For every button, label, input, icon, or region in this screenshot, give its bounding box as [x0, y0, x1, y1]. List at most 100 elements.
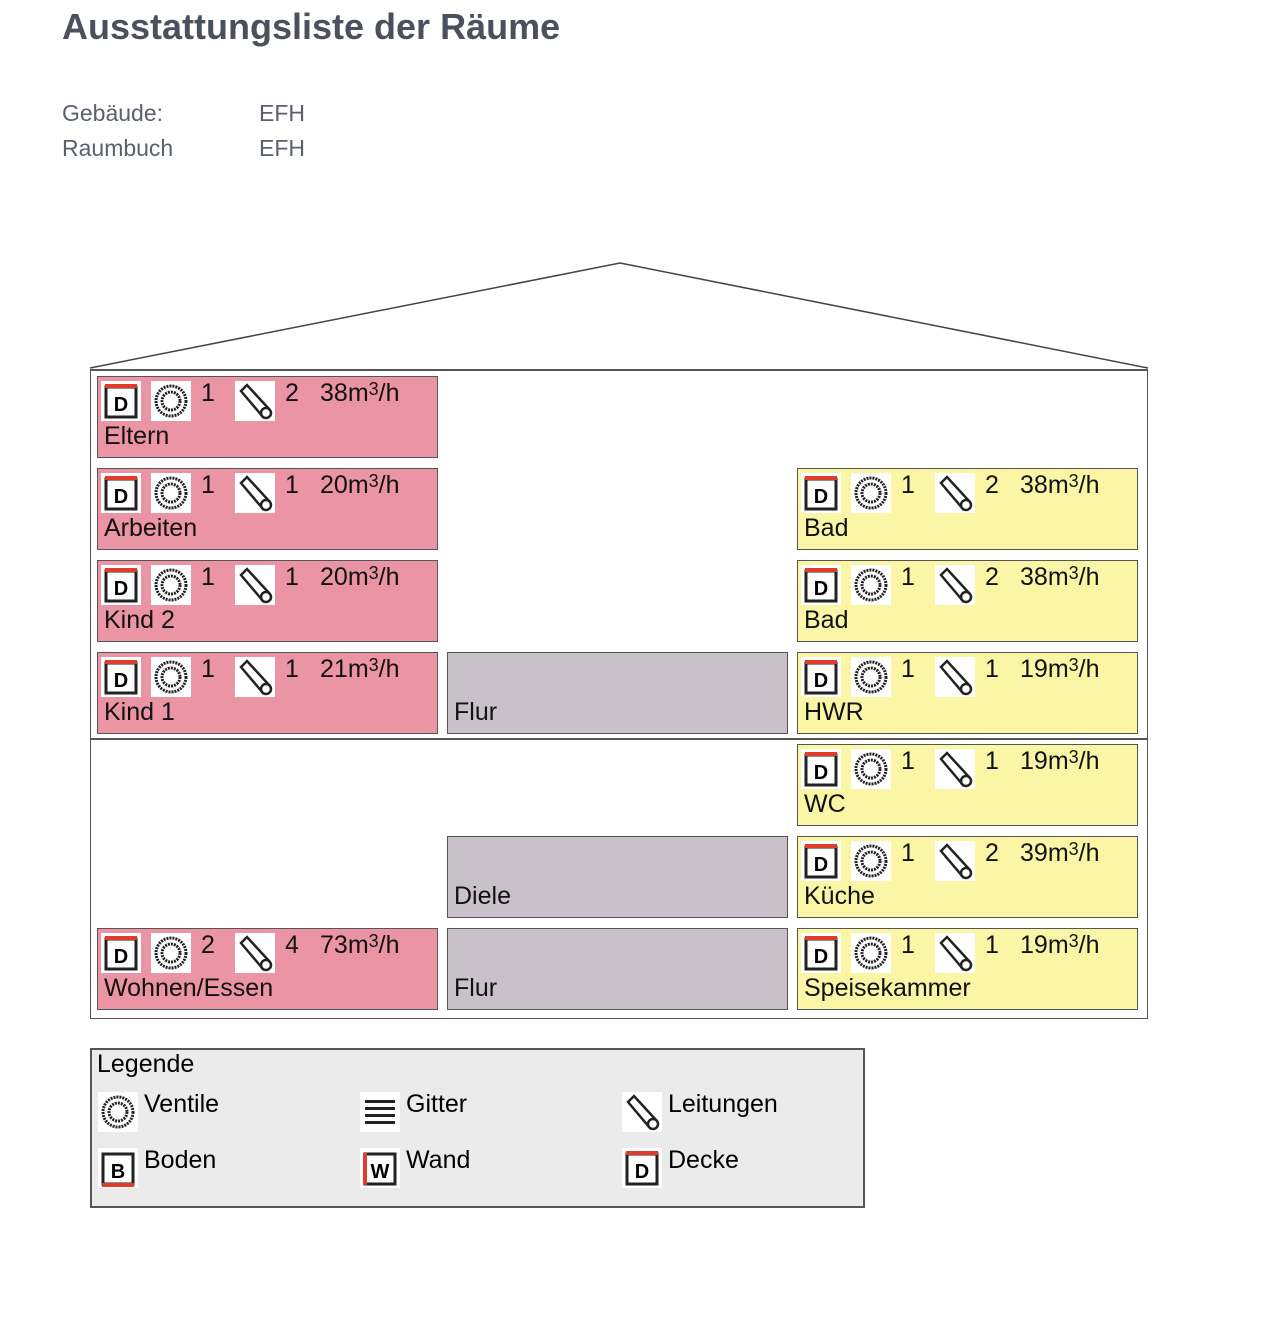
decke-icon: D — [801, 749, 841, 789]
airflow-per: /h — [1078, 839, 1100, 867]
svg-text:D: D — [114, 670, 128, 692]
room-flur[interactable]: Flur — [447, 652, 788, 734]
decke-icon: D — [801, 473, 841, 513]
airflow-value: 21 — [320, 655, 348, 683]
airflow: 39m3/h — [1020, 839, 1100, 868]
leitungen-count: 1 — [985, 655, 999, 683]
leitungen-count: 1 — [285, 655, 299, 683]
room-flur[interactable]: Flur — [447, 928, 788, 1010]
leitungen-count: 2 — [985, 471, 999, 499]
svg-text:D: D — [814, 670, 828, 692]
airflow-unit: m — [347, 655, 369, 683]
svg-text:D: D — [814, 486, 828, 508]
ventile-icon — [851, 749, 891, 789]
airflow-per: /h — [1078, 931, 1100, 959]
svg-text:B: B — [111, 1161, 125, 1183]
leitungen-count: 2 — [985, 563, 999, 591]
room-diele[interactable]: Diele — [447, 836, 788, 918]
legend-item-gitter: Gitter — [360, 1090, 467, 1132]
airflow-unit: m — [1047, 931, 1069, 959]
leitungen-count: 1 — [285, 563, 299, 591]
svg-text:D: D — [114, 486, 128, 508]
airflow-per: /h — [1078, 747, 1100, 775]
decke-icon: D — [801, 657, 841, 697]
leitungen-icon — [622, 1092, 662, 1132]
leitungen-icon — [935, 749, 975, 789]
ventile-count: 1 — [201, 563, 215, 591]
leitungen-icon — [935, 473, 975, 513]
ventile-count: 1 — [901, 471, 915, 499]
room-name: Speisekammer — [804, 974, 971, 1002]
meta-value: EFH — [259, 135, 305, 161]
airflow: 19m3/h — [1020, 931, 1100, 960]
airflow: 20m3/h — [320, 471, 400, 500]
airflow-unit: m — [1047, 655, 1069, 683]
room-name: Arbeiten — [104, 514, 198, 542]
ventile-count: 2 — [201, 931, 215, 959]
airflow-exp: 3 — [1068, 471, 1079, 491]
leitungen-icon — [235, 933, 275, 973]
legend-item-leitungen: Leitungen — [622, 1090, 778, 1132]
ventile-count: 1 — [201, 471, 215, 499]
airflow-unit: m — [1047, 747, 1069, 775]
airflow-value: 38 — [320, 379, 348, 407]
airflow-unit: m — [1047, 839, 1069, 867]
airflow-per: /h — [378, 655, 400, 683]
decke-icon: D — [101, 473, 141, 513]
svg-text:D: D — [814, 578, 828, 600]
room-name: Eltern — [104, 422, 170, 450]
airflow-value: 19 — [1020, 931, 1048, 959]
ventile-count: 1 — [901, 747, 915, 775]
ventile-icon — [151, 381, 191, 421]
leitungen-count: 1 — [985, 747, 999, 775]
airflow: 38m3/h — [1020, 563, 1100, 592]
ventile-icon — [98, 1092, 138, 1132]
ventile-count: 1 — [901, 839, 915, 867]
wand-icon: W — [360, 1148, 400, 1188]
airflow-exp: 3 — [1068, 747, 1079, 767]
legend-item-decke: D Decke — [622, 1146, 739, 1188]
svg-text:D: D — [114, 946, 128, 968]
airflow-unit: m — [1047, 563, 1069, 591]
legend-title: Legende — [97, 1050, 195, 1078]
svg-text:W: W — [371, 1161, 390, 1183]
ventile-icon — [151, 565, 191, 605]
leitungen-count: 2 — [985, 839, 999, 867]
legend-label: Leitungen — [668, 1090, 778, 1118]
ventile-icon — [851, 933, 891, 973]
airflow-exp: 3 — [368, 471, 379, 491]
airflow-value: 39 — [1020, 839, 1048, 867]
ventile-count: 1 — [901, 655, 915, 683]
legend-label: Ventile — [144, 1090, 220, 1118]
airflow-value: 20 — [320, 563, 348, 591]
ventile-icon — [851, 841, 891, 881]
meta-label: Gebäude: — [62, 100, 164, 126]
airflow-exp: 3 — [368, 655, 379, 675]
legend-label: Wand — [406, 1146, 471, 1174]
airflow-exp: 3 — [1068, 563, 1079, 583]
room-name: Wohnen/Essen — [104, 974, 274, 1002]
legend-label: Decke — [668, 1146, 739, 1174]
meta-label: Raumbuch — [62, 135, 174, 161]
airflow-value: 20 — [320, 471, 348, 499]
airflow-per: /h — [378, 931, 400, 959]
meta-value: EFH — [259, 100, 305, 126]
ventile-icon — [851, 657, 891, 697]
svg-text:D: D — [635, 1161, 649, 1183]
leitungen-icon — [235, 565, 275, 605]
airflow-exp: 3 — [1068, 839, 1079, 859]
decke-icon: D — [101, 565, 141, 605]
